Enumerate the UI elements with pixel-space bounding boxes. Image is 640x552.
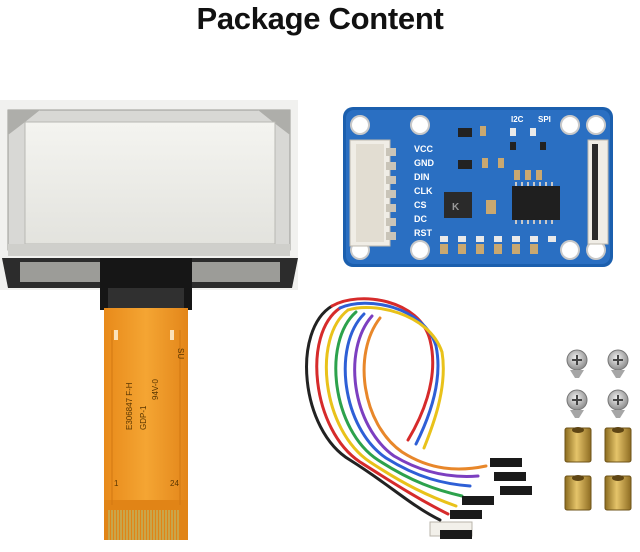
fpc-marking-code: GDP-1 [139,405,148,430]
jumper-cable [305,297,532,539]
driver-board: VCC GND DIN CLK CS DC RST I2C SPI K [343,107,613,267]
pin-label-clk: CLK [414,186,433,196]
pin-label-din: DIN [414,172,430,182]
fpc-marking-su: SU [176,348,185,359]
oled-display-module [0,100,298,310]
fpc-marking-cert: E306847 F-H [125,382,134,430]
screws [566,349,629,418]
brass-standoffs [564,427,632,511]
svg-text:K: K [452,202,460,213]
fpc-marking-rating: 94V-0 [151,379,160,400]
fpc-pin-1-label: 1 [114,479,119,488]
fpc-pin-24-label: 24 [170,479,179,488]
page-title: Package Content [196,1,444,36]
mode-label-spi: SPI [538,115,551,124]
pin-label-gnd: GND [414,158,435,168]
pin-label-cs: CS [414,200,427,210]
pin-label-vcc: VCC [414,144,434,154]
mode-label-i2c: I2C [511,115,524,124]
pin-label-dc: DC [414,214,427,224]
display-fpc-ribbon: E306847 F-H GDP-1 94V-0 SU 1 24 [104,308,188,540]
fpc-connector-pin-mark: 24 [594,245,603,254]
pin-label-rst: RST [414,228,433,238]
